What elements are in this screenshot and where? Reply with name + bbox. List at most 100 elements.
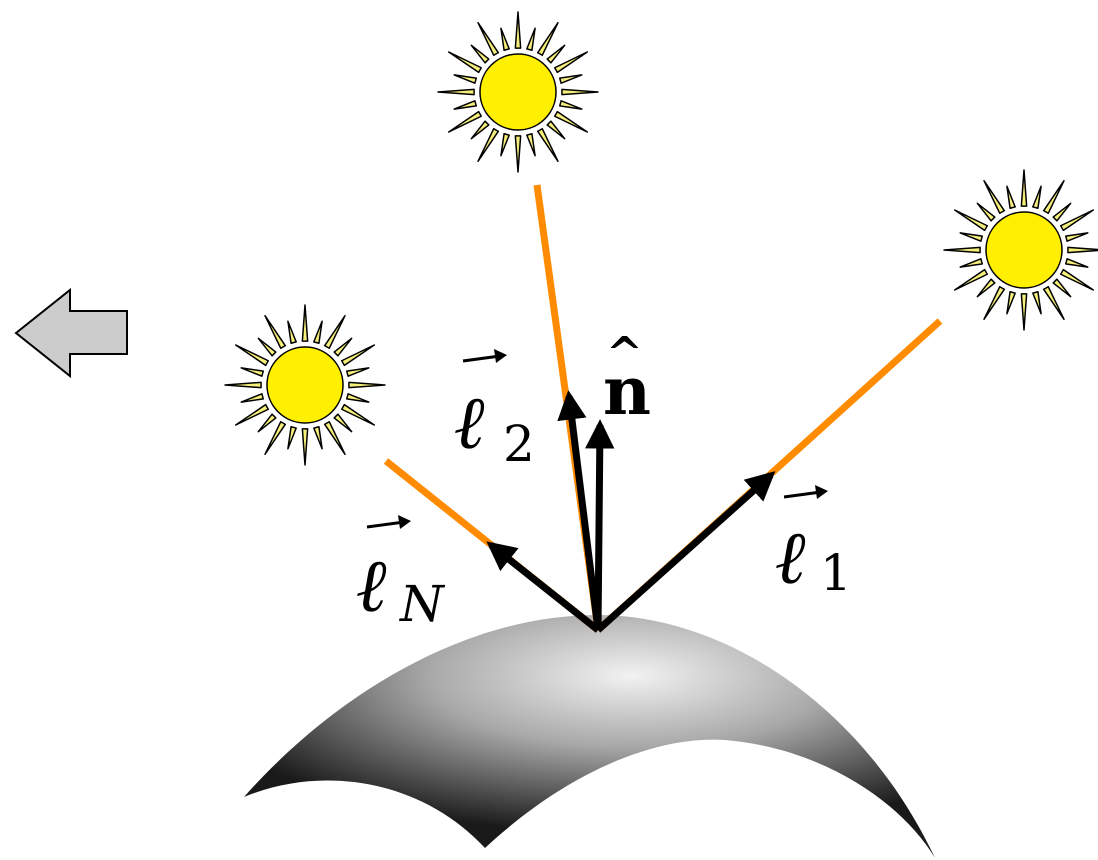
sun-ray bbox=[345, 367, 370, 377]
label-l1: ℓ 1 bbox=[776, 485, 852, 602]
label-n: ^ n bbox=[603, 328, 651, 430]
back-arrow-button[interactable] bbox=[14, 287, 128, 379]
sun-ray bbox=[333, 413, 353, 433]
label-l1-main: ℓ bbox=[776, 515, 808, 601]
sun-ray bbox=[287, 425, 297, 450]
sun-ray bbox=[976, 202, 996, 222]
sun-ray bbox=[1052, 278, 1072, 298]
sun-ray bbox=[437, 88, 475, 96]
sun-ray bbox=[340, 344, 376, 367]
sun-ray bbox=[526, 27, 536, 52]
sun-disc bbox=[985, 211, 1063, 289]
sun-ray bbox=[1006, 290, 1016, 315]
sun-ray bbox=[546, 44, 566, 64]
sun-ray bbox=[340, 403, 376, 426]
label-n-main: n bbox=[603, 352, 651, 430]
sun-ray bbox=[1032, 185, 1042, 210]
sun-ray bbox=[313, 425, 323, 450]
sun-icon-top bbox=[437, 11, 599, 173]
sun-ray bbox=[561, 88, 599, 96]
sun-disc bbox=[479, 53, 557, 131]
label-lN-main: ℓ bbox=[357, 543, 389, 629]
sun-ray bbox=[1006, 185, 1016, 210]
sun-ray bbox=[240, 393, 265, 403]
sun-ray bbox=[234, 403, 270, 426]
label-n-accent: ^ bbox=[606, 328, 643, 379]
sun-ray bbox=[536, 21, 559, 57]
sun-ray bbox=[470, 120, 490, 140]
sun-ray bbox=[514, 135, 522, 173]
sun-ray bbox=[234, 344, 270, 367]
sun-ray bbox=[976, 278, 996, 298]
sun-ray bbox=[983, 179, 1006, 215]
sun-disc bbox=[266, 346, 344, 424]
vector-lN bbox=[486, 541, 601, 633]
sun-ray bbox=[447, 51, 483, 74]
sun-ray bbox=[959, 258, 984, 268]
sun-ray bbox=[1020, 293, 1028, 331]
sun-ray bbox=[257, 337, 277, 357]
sun-ray bbox=[453, 100, 478, 110]
sun-ray bbox=[1042, 285, 1065, 321]
sun-ray bbox=[348, 381, 386, 389]
sun-ray bbox=[453, 74, 478, 84]
sun-ray bbox=[287, 320, 297, 345]
sun-ray bbox=[264, 420, 287, 456]
sun-ray bbox=[345, 393, 370, 403]
sun-icon-left bbox=[224, 304, 386, 466]
sun-ray bbox=[983, 285, 1006, 321]
sun-ray bbox=[257, 413, 277, 433]
vector-l2 bbox=[557, 390, 602, 631]
label-lN-sub: N bbox=[399, 575, 446, 633]
sun-ray bbox=[500, 132, 510, 157]
sun-ray bbox=[1059, 209, 1095, 232]
sun-icon-right bbox=[943, 169, 1098, 331]
sun-ray bbox=[323, 420, 346, 456]
sun-ray bbox=[333, 337, 353, 357]
sun-ray bbox=[526, 132, 536, 157]
vector-n bbox=[585, 419, 615, 631]
vector-l1 bbox=[595, 471, 776, 633]
label-l2: ℓ 2 bbox=[455, 349, 535, 473]
left-arrow-icon[interactable] bbox=[14, 287, 128, 379]
curved-surface bbox=[244, 615, 935, 858]
vectors bbox=[486, 390, 776, 633]
label-l2-main: ℓ bbox=[455, 380, 487, 466]
sun-ray bbox=[953, 268, 989, 291]
sun-ray bbox=[536, 127, 559, 163]
sun-ray bbox=[558, 74, 583, 84]
sun-ray bbox=[943, 246, 981, 254]
sun-ray bbox=[477, 21, 500, 57]
sun-ray bbox=[470, 44, 490, 64]
sun-ray bbox=[1064, 232, 1089, 242]
sun-ray bbox=[264, 314, 287, 350]
sun-ray bbox=[240, 367, 265, 377]
sun-ray bbox=[447, 110, 483, 133]
sun-ray bbox=[477, 127, 500, 163]
label-l2-sub: 2 bbox=[503, 415, 535, 473]
sun-ray bbox=[1067, 246, 1098, 254]
label-lN: ℓ N bbox=[357, 515, 446, 633]
sun-ray bbox=[301, 304, 309, 342]
sun-ray bbox=[558, 100, 583, 110]
sun-ray bbox=[1064, 258, 1089, 268]
sun-ray bbox=[1032, 290, 1042, 315]
sun-ray bbox=[959, 232, 984, 242]
sun-ray bbox=[553, 110, 589, 133]
sun-ray bbox=[323, 314, 346, 350]
sun-ray bbox=[514, 11, 522, 49]
label-l1-sub: 1 bbox=[820, 544, 852, 602]
sun-ray bbox=[546, 120, 566, 140]
sun-ray bbox=[1020, 169, 1028, 207]
light-sources bbox=[224, 11, 1098, 466]
sun-ray bbox=[953, 209, 989, 232]
sun-ray bbox=[1059, 268, 1095, 291]
sun-ray bbox=[1052, 202, 1072, 222]
sun-ray bbox=[1042, 179, 1065, 215]
sun-ray bbox=[313, 320, 323, 345]
sun-ray bbox=[500, 27, 510, 52]
sun-ray bbox=[301, 428, 309, 466]
sun-ray bbox=[224, 381, 262, 389]
sun-ray bbox=[553, 51, 589, 74]
